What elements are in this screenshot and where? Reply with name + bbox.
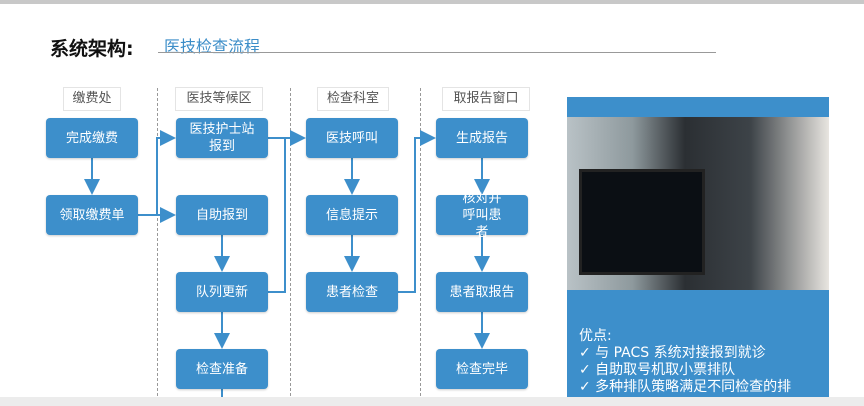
lane-header-payment: 缴费处: [63, 87, 121, 111]
top-bar: [0, 0, 864, 4]
step-patient-exam: 患者检查: [306, 272, 398, 312]
advantage-item: ✓ 多种排队策略满足不同检查的排: [579, 379, 792, 395]
lane-header-report: 取报告窗口: [442, 87, 530, 111]
step-done: 检查完毕: [436, 349, 528, 389]
step-generate-report: 生成报告: [436, 118, 528, 158]
page-subtitle: 医技检查流程: [164, 37, 261, 56]
step-nurse-checkin: 医技护士站报到: [176, 118, 268, 158]
medical-imaging-photo: [567, 117, 829, 290]
step-info-prompt: 信息提示: [306, 195, 398, 235]
lane-header-exam: 检查科室: [317, 87, 389, 111]
step-queue-update: 队列更新: [176, 272, 268, 312]
advantages-title: 优点:: [579, 328, 612, 344]
step-verify-call: 核对并呼叫患者: [436, 191, 528, 240]
page-title: 系统架构:: [50, 38, 134, 60]
step-call: 医技呼叫: [306, 118, 398, 158]
title-underline: [158, 52, 716, 53]
step-get-receipt: 领取缴费单: [46, 195, 138, 235]
step-exam-prep: 检查准备: [176, 349, 268, 389]
lane-divider: [157, 88, 158, 406]
step-collect-report: 患者取报告: [436, 272, 528, 312]
lane-divider: [290, 88, 291, 406]
step-complete-payment: 完成缴费: [46, 118, 138, 158]
lane-divider: [420, 88, 421, 406]
advantage-item: ✓ 自助取号机取小票排队: [579, 362, 736, 378]
monitor: [579, 169, 705, 275]
advantage-item: ✓ 与 PACS 系统对接报到就诊: [579, 345, 766, 361]
step-self-checkin: 自助报到: [176, 195, 268, 235]
advantages-list: 优点: ✓ 与 PACS 系统对接报到就诊 ✓ 自助取号机取小票排队 ✓ 多种排…: [579, 328, 791, 396]
bottom-bar: [0, 397, 864, 406]
lane-header-waiting: 医技等候区: [175, 87, 263, 111]
